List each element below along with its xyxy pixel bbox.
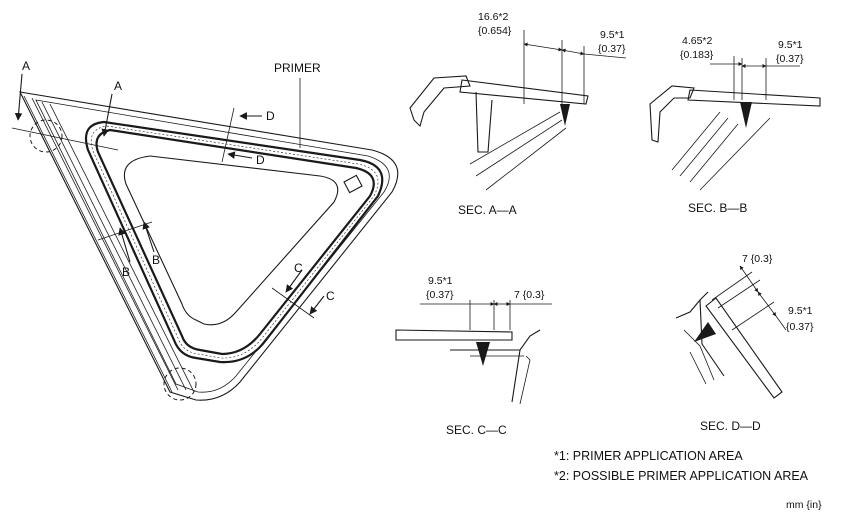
notes: *1: PRIMER APPLICATION AREA *2: POSSIBLE… (554, 449, 822, 511)
section-cc: 9.5*1 {0.37} 7 {0.3} SEC. C—C (395, 275, 552, 437)
cut-line-c (271, 287, 315, 319)
dd-dim2-inch: {0.37} (786, 321, 814, 333)
glass-outer-edge (19, 91, 399, 401)
section-mark-a-inner: A (114, 79, 122, 93)
detail-circle-bottom (163, 367, 197, 401)
dd-lower-flange (683, 329, 715, 385)
dd-dim1-line (739, 265, 759, 293)
aa-clip (475, 91, 493, 153)
dd-dim2-leader (775, 315, 787, 331)
note-primer-area: *1: PRIMER APPLICATION AREA (554, 449, 743, 463)
aa-caption: SEC. A—A (458, 203, 517, 217)
dd-dim2-value: 9.5*1 (788, 305, 813, 317)
dd-dim-ext-3 (731, 301, 775, 331)
aa-dim2-inch: {0.37} (598, 43, 626, 55)
dd-body-panel (675, 291, 725, 377)
bb-caption: SEC. B—B (688, 201, 747, 215)
aa-lower-panel (469, 111, 567, 191)
section-mark-b-left: B (122, 265, 130, 279)
cc-dim2-label: 7 {0.3} (514, 289, 545, 301)
bb-dim2-inch: {0.37} (776, 53, 804, 65)
cut-line-d (221, 107, 235, 163)
glass-square-mark (343, 174, 363, 194)
dd-dim1-label: 7 {0.3} (742, 253, 773, 265)
glass-inner-edge (35, 99, 390, 393)
section-mark-d-lower: D (256, 153, 265, 167)
aa-dim2-leader (583, 53, 627, 59)
bb-dim1-value: 4.65*2 (682, 35, 713, 47)
units-label: mm {in} (786, 499, 822, 511)
dd-caption: SEC. D—D (700, 419, 761, 433)
cc-caption: SEC. C—C (446, 423, 507, 437)
arrow-c-upper (285, 269, 303, 293)
arrow-b-left (118, 227, 131, 263)
dd-dim-ext-1 (711, 271, 753, 301)
primer-label: PRIMER (274, 61, 321, 75)
bb-body-panel (649, 85, 695, 143)
main-glass-view: PRIMER A A B B C C D D (11, 59, 399, 401)
arrow-d-lower (227, 151, 253, 159)
bb-glass (687, 89, 821, 107)
primer-band-inner (95, 128, 375, 356)
cc-dim1-value: 9.5*1 (428, 275, 453, 287)
bb-lower-panel (671, 111, 771, 191)
arrow-a-inner (101, 93, 113, 137)
cut-line-a (11, 127, 119, 151)
section-mark-b-right: B (152, 253, 160, 267)
aa-seal-wedge (560, 104, 570, 126)
dd-seal-wedge (694, 322, 716, 342)
note-possible-primer-area: *2: POSSIBLE PRIMER APPLICATION AREA (554, 469, 809, 483)
aa-dim1-inch: {0.654} (478, 25, 512, 37)
section-dd: 7 {0.3} 9.5*1 {0.37} SEC. D—D (675, 253, 814, 433)
cc-glass (395, 329, 513, 341)
section-bb: 4.65*2 {0.183} 9.5*1 {0.37} SEC. B—B (649, 35, 821, 215)
glass-inner-opening (123, 155, 339, 326)
aa-dim2-value: 9.5*1 (600, 29, 625, 41)
bb-seal-wedge (740, 102, 752, 128)
dd-dim2-line (757, 291, 777, 317)
aa-body-panel (409, 75, 471, 128)
section-aa: 16.6*2 {0.654} 9.5*1 {0.37} SEC. A—A (409, 11, 627, 217)
aa-dim1-line (523, 42, 563, 52)
arrow-c-lower (309, 295, 325, 315)
bb-dim1-inch: {0.183} (680, 49, 714, 61)
section-mark-d-upper: D (266, 109, 275, 123)
molding-line-4 (49, 103, 195, 393)
section-mark-c-upper: C (294, 261, 303, 275)
section-mark-c-lower: C (326, 289, 335, 303)
cc-dim1-inch: {0.37} (426, 289, 454, 301)
molding-line-2 (31, 97, 179, 391)
dd-dim-ext-2 (717, 279, 761, 309)
bb-dim2-value: 9.5*1 (778, 39, 803, 51)
detail-circle-top (29, 119, 63, 153)
section-mark-a-outer: A (22, 59, 30, 73)
aa-dim1-value: 16.6*2 (478, 11, 509, 23)
molding-line-3 (41, 101, 187, 391)
arrow-b-right (142, 221, 155, 253)
aa-dim2-line (561, 48, 585, 56)
cc-lower-flange (470, 355, 531, 405)
cc-body-panel (450, 329, 541, 403)
molding-line-1 (23, 95, 173, 393)
dd-glass (705, 297, 783, 399)
aa-glass (459, 79, 589, 105)
primer-band-outer (84, 120, 384, 364)
cc-seal-wedge (476, 342, 490, 366)
arrow-a-outer (14, 73, 23, 121)
